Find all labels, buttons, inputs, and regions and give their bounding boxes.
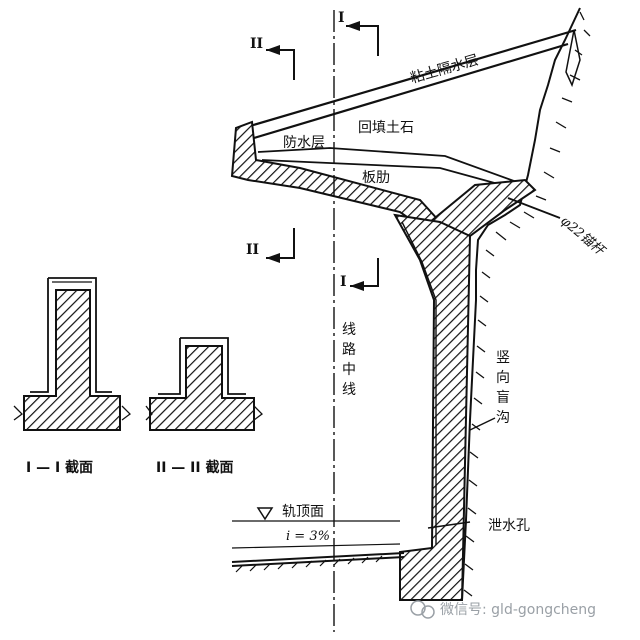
section-1-detail	[13, 277, 131, 431]
column-inner-line	[401, 221, 437, 545]
rail-top-triangle	[256, 507, 274, 521]
section-marker-1-bottom	[350, 258, 379, 291]
section-2-caption: II — II 截面	[156, 459, 233, 476]
vertical-drain-label: 竖向盲沟	[496, 350, 510, 426]
section-marker-2-top	[266, 45, 295, 80]
rock-slope	[461, 7, 591, 601]
column-wall	[393, 213, 472, 601]
section-1-top-numeral: I	[338, 10, 345, 26]
slope-label: i = 3%	[286, 529, 330, 544]
section-1-bottom-numeral: I	[340, 274, 347, 290]
section-1-caption: I — I 截面	[26, 459, 93, 476]
section-2-bottom-numeral: II	[246, 242, 259, 258]
section-2-top-numeral: II	[250, 36, 263, 52]
anchor-bolt-label: φ22锚杆	[557, 214, 608, 260]
clay-waterproof-layer	[249, 28, 577, 140]
vertical-drain-leader	[469, 417, 496, 431]
section-marker-1-top	[346, 21, 379, 56]
route-center-label: 线路中线	[342, 322, 356, 398]
section-marker-2-bottom	[266, 228, 295, 263]
waterproof-layer-line	[257, 147, 526, 186]
weep-hole-label: 泄水孔	[488, 518, 530, 534]
ground-line	[231, 520, 405, 573]
backfill-label: 回填土石	[358, 120, 414, 136]
anchor-bolt-line	[507, 197, 561, 219]
rail-top-label: 轨顶面	[282, 504, 324, 520]
weep-hole-pipe	[427, 521, 471, 529]
section-2-detail	[145, 337, 263, 431]
watermark: 微信号: gld-gongcheng	[410, 600, 596, 619]
waterproof-layer-label: 防水层	[283, 135, 325, 151]
watermark-text: 微信号: gld-gongcheng	[440, 602, 596, 618]
rib-plate-label: 板肋	[362, 170, 390, 186]
roof-slab	[230, 120, 442, 228]
